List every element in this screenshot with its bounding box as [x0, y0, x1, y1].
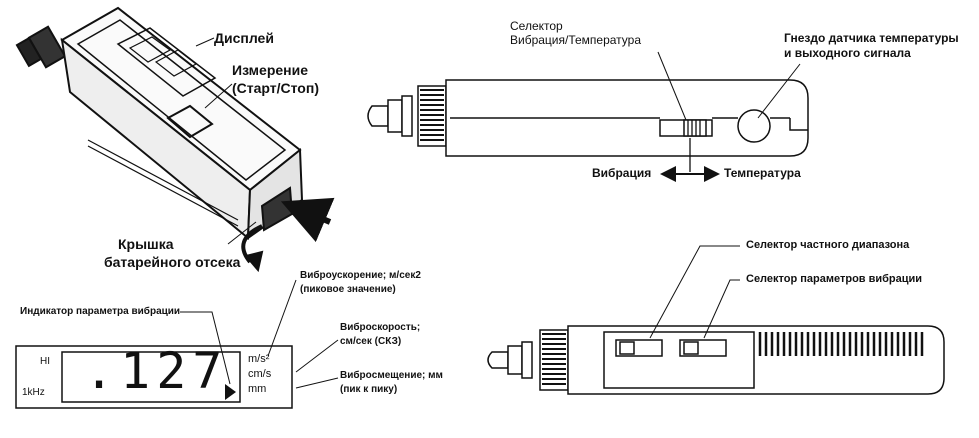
direction-temperature: Температура	[724, 166, 801, 180]
unit-velocity: cm/s	[248, 368, 272, 380]
unit-accel: m/s²	[248, 353, 270, 365]
socket-label-line1: Гнездо датчика температуры	[784, 31, 959, 45]
bottom-schematic-artwork	[487, 245, 945, 395]
battery-label-line1: Крышка	[118, 236, 174, 252]
indicator-label: Индикатор параметра вибрации	[20, 306, 181, 317]
freq-label: 1kHz	[22, 387, 45, 398]
hi-label: HI	[40, 356, 50, 367]
accel-desc-line1: Виброускорение; м/сек2	[300, 270, 421, 281]
displacement-desc-line1: Виброcмещение; мм	[340, 370, 443, 381]
direction-vibration: Вибрация	[592, 166, 652, 180]
battery-label-line2: батарейного отсека	[104, 254, 241, 270]
range-selector-label: Селектор частного диапазона	[746, 239, 910, 251]
unit-displacement: mm	[248, 383, 267, 395]
display-label: Дисплей	[214, 30, 274, 46]
selector-label-line1: Селектор	[510, 19, 563, 33]
selector-label-line2: Вибрация/Температура	[510, 33, 642, 47]
param-selector-label: Селектор параметров вибрации	[746, 273, 923, 285]
display-panel-artwork	[15, 279, 339, 409]
measure-label-line1: Измерение	[232, 62, 309, 78]
lcd-reading: .127	[84, 342, 229, 400]
displacement-desc-line2: (пик к пику)	[340, 384, 398, 395]
top-schematic-artwork	[367, 51, 809, 182]
device-illustration	[15, 6, 335, 273]
velocity-desc-line1: Виброскорость;	[340, 322, 421, 333]
measure-label-line2: (Старт/Стоп)	[232, 80, 319, 96]
socket-label-line2: и выходного сигнала	[784, 46, 911, 60]
accel-desc-line2: (пиковое значение)	[300, 284, 396, 295]
velocity-desc-line2: см/сек (СКЗ)	[340, 336, 402, 347]
